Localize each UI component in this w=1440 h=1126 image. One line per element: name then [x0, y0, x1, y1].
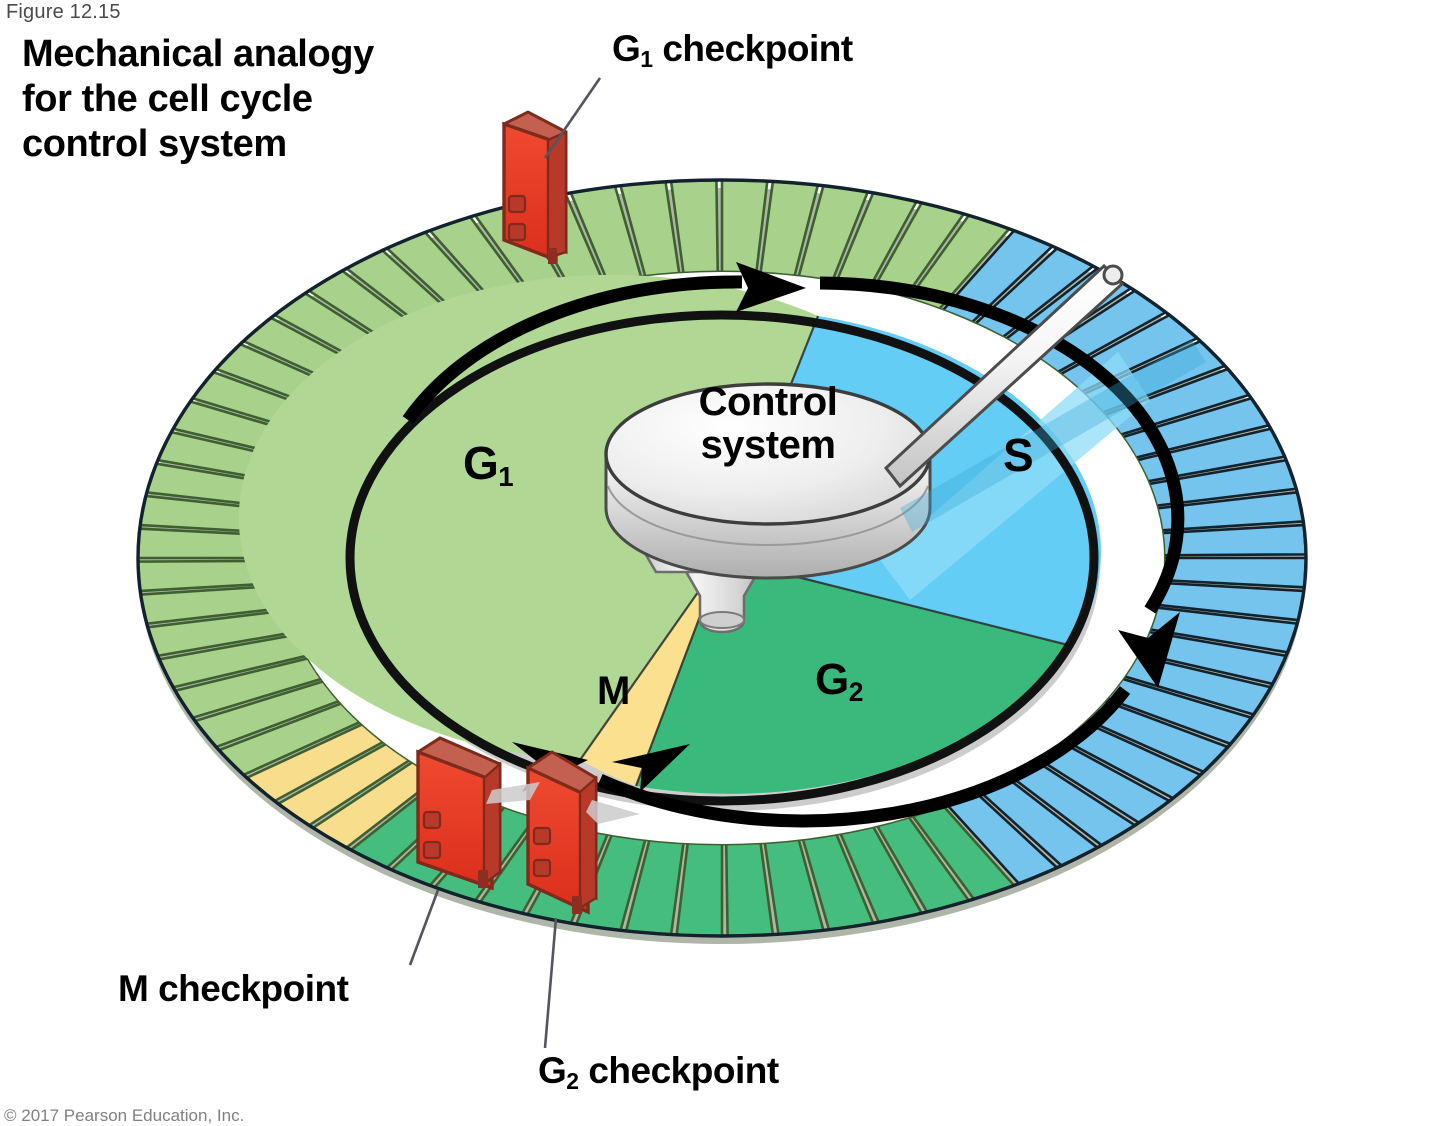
- m-checkpoint-gate[interactable]: [416, 736, 502, 891]
- copyright-notice: © 2017 Pearson Education, Inc.: [4, 1106, 245, 1125]
- g2-checkpoint-label: G2 checkpoint: [538, 1050, 779, 1094]
- phase-g1-base: G: [463, 437, 499, 489]
- phase-label-m: M: [597, 669, 630, 714]
- g1-checkpoint-gate[interactable]: [502, 110, 568, 264]
- figure-number: Figure 12.15: [6, 1, 121, 23]
- figure-title: Mechanical analogy for the cell cycle co…: [22, 33, 374, 165]
- g1-cp-base: G: [612, 28, 641, 69]
- knob-label-line1: Control: [698, 380, 838, 424]
- g2-cp-sub: 2: [566, 1067, 579, 1094]
- g1-cp-suffix: checkpoint: [652, 28, 853, 69]
- m-cp-suffix: checkpoint: [148, 968, 349, 1009]
- g2-checkpoint-gate[interactable]: [526, 750, 598, 915]
- rotation-arrows: [402, 275, 1185, 828]
- motion-wisps: [486, 782, 640, 824]
- phase-g2-base: G: [815, 655, 849, 704]
- phase-label-g2: G2: [815, 655, 864, 707]
- phase-label-s: S: [1003, 428, 1034, 482]
- m-checkpoint-label: M checkpoint: [118, 968, 349, 1010]
- knob-label-line2: system: [700, 423, 836, 468]
- m-cp-base: M: [118, 968, 149, 1009]
- control-system-knob-label: Control system: [612, 380, 924, 468]
- phase-g2-sub: 2: [848, 676, 864, 707]
- control-system-knob[interactable]: [604, 382, 932, 634]
- g2-cp-suffix: checkpoint: [578, 1050, 779, 1091]
- g2-cp-base: G: [538, 1050, 567, 1091]
- phase-m-base: M: [597, 669, 630, 713]
- phase-s-base: S: [1003, 429, 1034, 481]
- g1-cp-sub: 1: [640, 45, 653, 72]
- phase-label-g1: G1: [463, 436, 514, 492]
- pie-disc-outline: [345, 310, 1099, 806]
- wheel-outer-rim: [136, 178, 1308, 938]
- g1-checkpoint-label: G1 checkpoint: [612, 28, 853, 72]
- leader-lines: [408, 77, 602, 1049]
- phase-g1-sub: 1: [498, 460, 514, 492]
- sector-m: [580, 558, 722, 786]
- pointer-rod: [883, 263, 1206, 532]
